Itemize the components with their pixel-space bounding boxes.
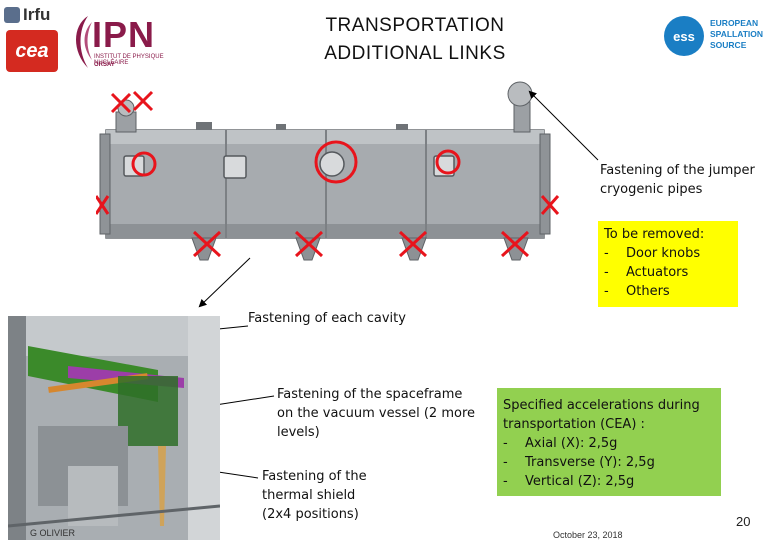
ess-logo: ess EUROPEAN SPALLATION SOURCE (664, 12, 776, 60)
list-item: -Vertical (Z): 2,5g (503, 474, 635, 489)
spaceframe-fastening-line1: Fastening of the spaceframe (277, 387, 463, 402)
page-number: 20 (736, 514, 751, 529)
spaceframe-fastening-line3: levels) (277, 425, 320, 440)
jumper-fastening-line2: cryogenic pipes (600, 182, 703, 197)
thermal-shield-fastening-label: Fastening of the thermal shield (2x4 pos… (262, 467, 402, 524)
thermal-shield-line1: Fastening of the (262, 469, 367, 484)
spaceframe-fastening-line2: on the vacuum vessel (2 more (277, 406, 476, 421)
ess-logo-line3: SOURCE (710, 40, 747, 50)
slide-title-line1: TRANSPORTATION (325, 15, 505, 36)
spaceframe-fastening-label: Fastening of the spaceframe on the vacuu… (277, 385, 487, 442)
accelerations-list: -Axial (X): 2,5g -Transverse (Y): 2,5g -… (503, 434, 715, 491)
ess-logo-line1: EUROPEAN (710, 18, 759, 28)
red-circle-marker (435, 149, 461, 175)
jumper-fastening-line1: Fastening of the jumper (600, 163, 755, 178)
ipn-logo: IPN INSTITUT DE PHYSIQUE NUCLÉAIRE ORSAY (68, 12, 178, 72)
ipn-logo-orsay: ORSAY (94, 62, 115, 68)
irfu-logo: Irfu (4, 4, 64, 26)
red-circle-marker (314, 140, 358, 184)
to-be-removed-box: To be removed: -Door knobs -Actuators -O… (598, 221, 738, 307)
list-item: -Actuators (604, 265, 689, 280)
accelerations-line1: Specified accelerations during (503, 398, 700, 413)
cea-logo: cea (6, 30, 58, 72)
footer-date: October 23, 2018 (553, 530, 623, 540)
thermal-shield-line2: thermal shield (262, 488, 356, 503)
ess-logo-text: EUROPEAN SPALLATION SOURCE (710, 18, 763, 51)
list-item: -Axial (X): 2,5g (503, 436, 618, 451)
thermal-shield-line3: (2x4 positions) (262, 507, 359, 522)
ipn-swirl-icon (76, 16, 92, 68)
ess-logo-mark: ess (664, 16, 704, 56)
ess-logo-line2: SPALLATION (710, 29, 764, 39)
irfu-mark-icon (4, 7, 20, 23)
cryomodule-drawing (96, 72, 566, 272)
jumper-fastening-label: Fastening of the jumper cryogenic pipes (600, 161, 770, 199)
slide-title: TRANSPORTATION ADDITIONAL LINKS (270, 12, 560, 68)
ipn-logo-text: IPN (92, 14, 156, 55)
spaceframe-photo (8, 316, 220, 540)
red-circle-marker (131, 151, 157, 177)
accelerations-box: Specified accelerations during transport… (497, 388, 721, 496)
slide-title-line2: ADDITIONAL LINKS (324, 43, 506, 64)
ipn-logo-subtitle: INSTITUT DE PHYSIQUE NUCLÉAIRE (94, 54, 164, 66)
accelerations-line2: transportation (CEA) : (503, 417, 645, 432)
irfu-logo-text: Irfu (23, 5, 51, 24)
cavity-fastening-label: Fastening of each cavity (248, 311, 406, 326)
list-item: -Door knobs (604, 246, 701, 261)
list-item: -Others (604, 284, 670, 299)
list-item: -Transverse (Y): 2,5g (503, 455, 655, 470)
to-be-removed-list: -Door knobs -Actuators -Others (604, 244, 732, 301)
to-be-removed-heading: To be removed: (604, 227, 705, 242)
footer-author: G OLIVIER (30, 528, 76, 538)
